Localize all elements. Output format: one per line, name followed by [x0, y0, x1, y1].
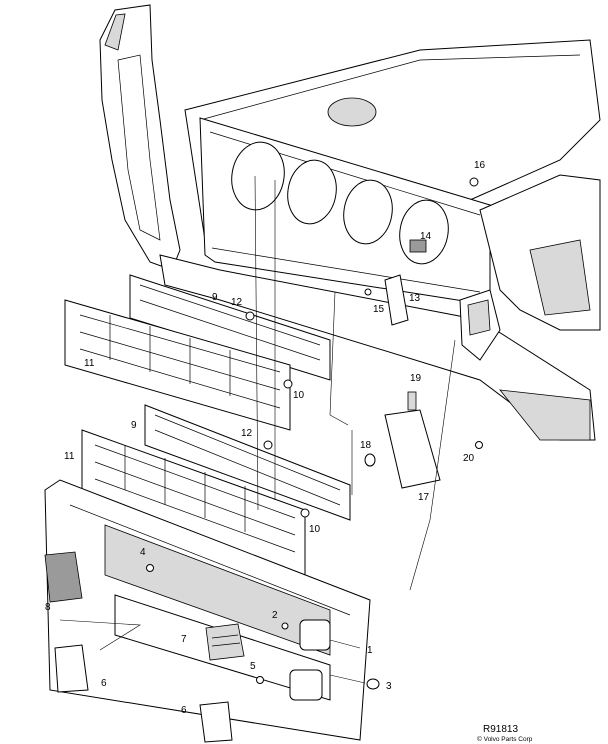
callout-8: 8 — [45, 602, 51, 613]
small-components — [44, 177, 483, 743]
callout-10b: 10 — [309, 524, 321, 535]
callout-12b: 12 — [241, 428, 253, 439]
callout-7: 7 — [181, 634, 187, 645]
vehicle-front-body — [99, 4, 601, 441]
module-14 — [409, 239, 427, 253]
leader-lines — [59, 175, 456, 684]
reference-number: R91813 — [483, 724, 518, 735]
grille-insert-upper — [129, 274, 331, 381]
callout-12a: 12 — [231, 297, 243, 308]
callout-9b: 9 — [131, 420, 137, 431]
callout-14: 14 — [420, 231, 432, 242]
bracket-17 — [384, 409, 441, 489]
copyright: © Volvo Parts Corp — [477, 735, 533, 743]
callout-6b: 6 — [181, 705, 187, 716]
callout-11a: 11 — [84, 358, 95, 369]
callout-5: 5 — [250, 661, 256, 672]
callout-9a: 9 — [212, 292, 218, 303]
callout-13: 13 — [409, 293, 421, 304]
callout-20: 20 — [463, 453, 475, 464]
callout-4: 4 — [140, 547, 146, 558]
front-grille-panel — [44, 479, 371, 741]
callout-16: 16 — [474, 160, 486, 171]
callout-10a: 10 — [293, 390, 305, 401]
grille-insert-lower — [144, 404, 351, 521]
plug — [366, 678, 380, 690]
callout-18: 18 — [360, 440, 372, 451]
callout-15: 15 — [373, 304, 385, 315]
grille-frame-upper — [64, 299, 291, 431]
callout-11b: 11 — [64, 451, 75, 462]
grille-emblem — [205, 623, 245, 661]
callout-3: 3 — [386, 681, 392, 692]
callout-1: 1 — [367, 645, 373, 656]
callout-19: 19 — [410, 373, 422, 384]
side-lamp — [44, 551, 83, 603]
bracket-13 — [384, 274, 409, 326]
cover-left — [54, 644, 89, 693]
callout-2: 2 — [272, 610, 278, 621]
callouts: 1 2 3 4 5 6 6 7 8 9 9 10 10 11 11 12 12 … — [45, 160, 486, 716]
callout-17: 17 — [418, 492, 430, 503]
callout-6a: 6 — [101, 678, 107, 689]
cover-bottom — [199, 701, 233, 743]
